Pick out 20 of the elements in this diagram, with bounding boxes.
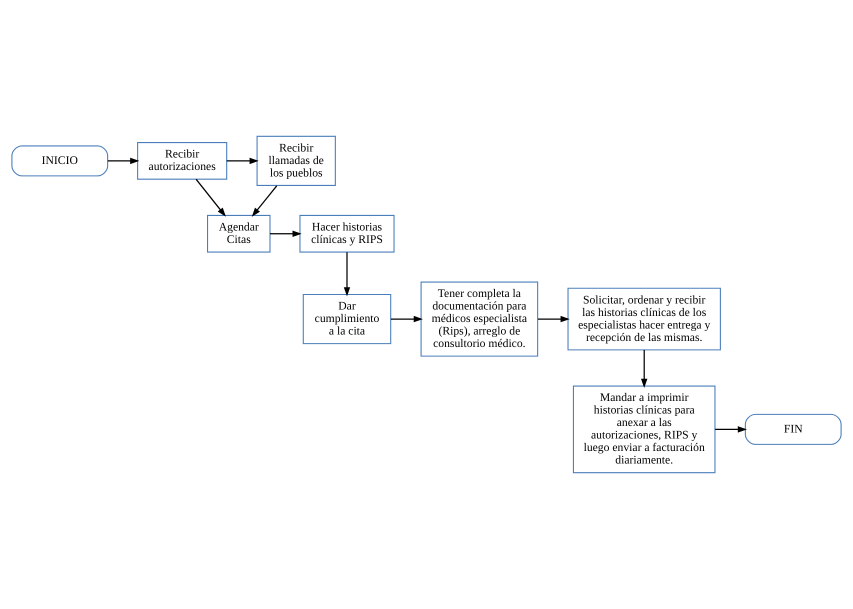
node-box: Solicitar, ordenar y recibir las historias clínicas de los especialistas hacer entrega y recepción de las mismas. [568,288,721,350]
node-box: Recibir llamadas de los pueblos [256,136,336,186]
arrow [390,316,423,322]
arrow [226,158,259,164]
node-box: Agendar Citas [207,214,271,253]
arrow [196,178,226,217]
node-box: FIN [744,414,842,445]
arrow [715,426,747,433]
arrow [344,252,350,296]
arrow [641,350,648,388]
arrow [108,158,140,164]
node-box: Tener completa la documentación para médicos especialista (Rips), arreglo de consultorio médico. [420,281,538,357]
node-box: Hacer historias clínicas y RIPS [299,214,395,253]
arrow [538,316,570,322]
node-box: Recibir autorizaciones [137,142,228,180]
node-box: Mandar a imprimir historias clínicas para anexar a las autorizaciones, RIPS y luego enviar a facturación diariamente. [572,386,716,474]
node-box: Dar cumplimiento a la cita [302,294,392,344]
node-box: INICIO [11,145,108,176]
arrow [252,185,278,217]
arrow [270,230,302,237]
